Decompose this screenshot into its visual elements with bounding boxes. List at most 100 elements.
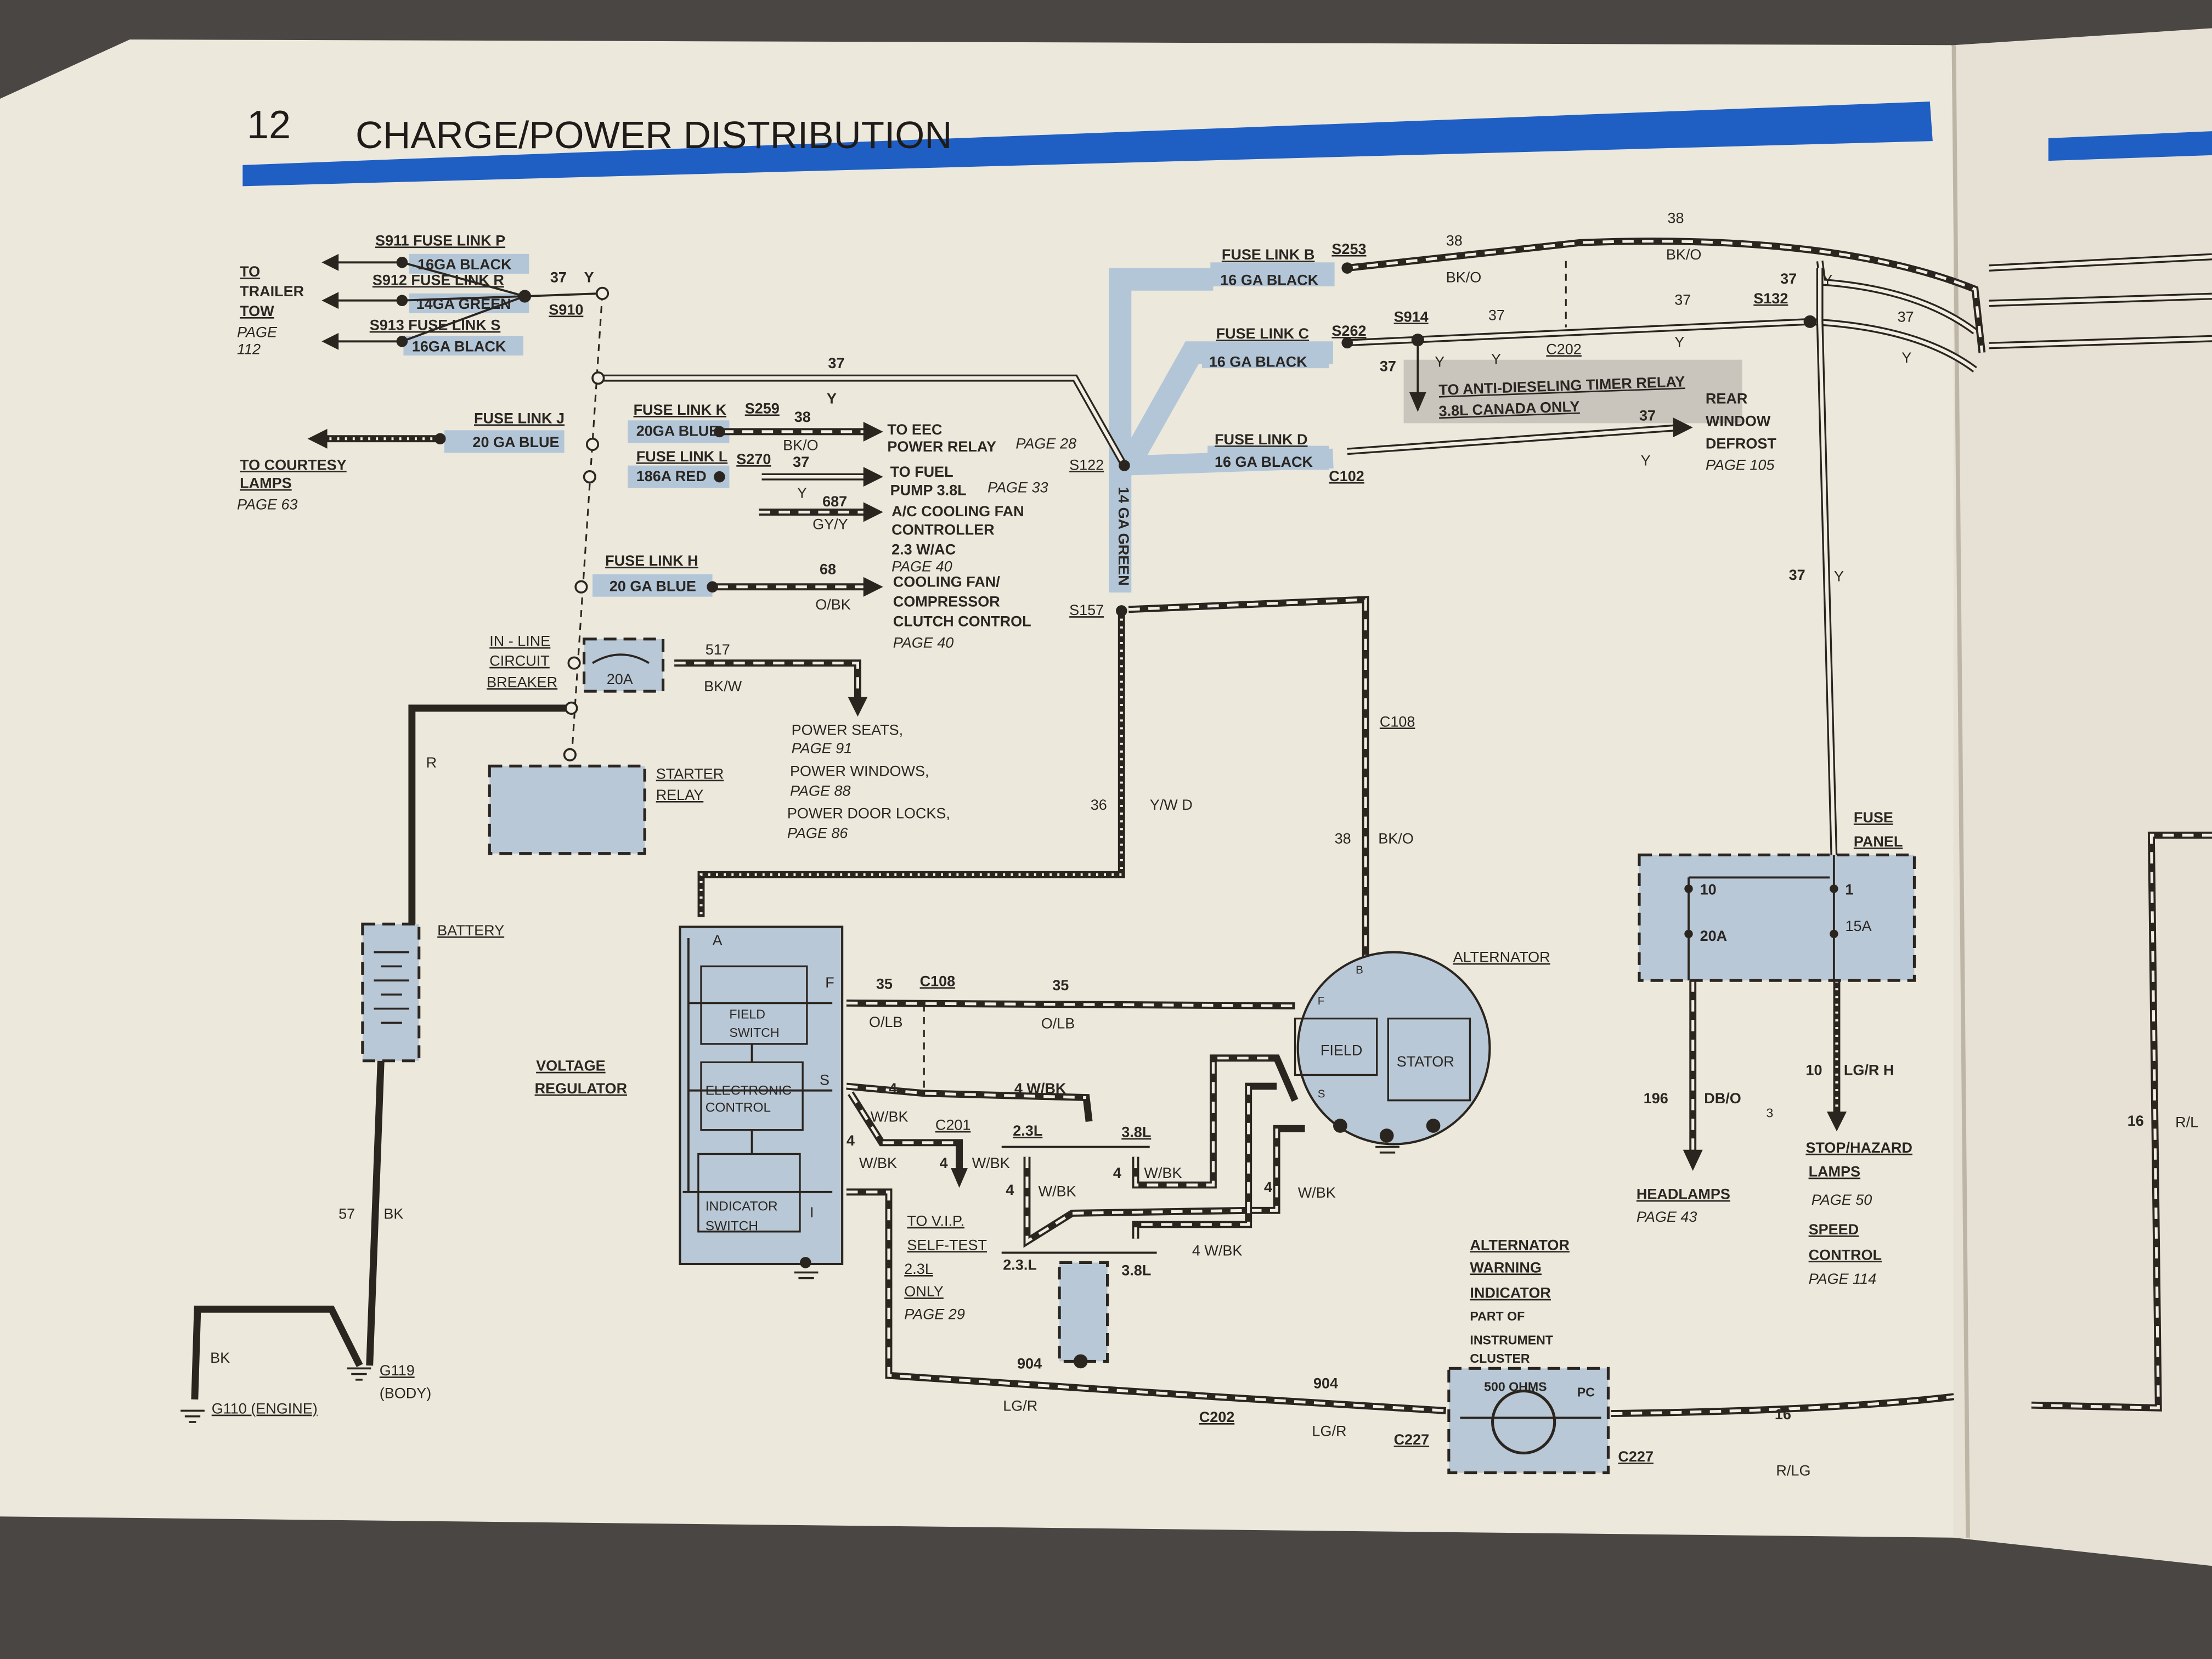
label: CONTROL — [706, 1100, 771, 1115]
label: O/LB — [1041, 1015, 1075, 1032]
label: A/C COOLING FAN — [891, 503, 1024, 520]
label: LAMPS — [1809, 1164, 1861, 1180]
label: VOLTAGE — [536, 1058, 606, 1074]
label: Y — [1641, 453, 1651, 469]
arrow-right-icon — [1673, 417, 1693, 438]
arrow-down-icon — [848, 697, 868, 717]
label: 196 — [1644, 1090, 1668, 1107]
label: C202 — [1546, 341, 1582, 357]
label: S262 — [1331, 323, 1366, 339]
label: 38 — [1446, 232, 1463, 249]
label: SPEED — [1809, 1221, 1859, 1238]
label: INDICATOR — [1470, 1285, 1551, 1301]
label: 2.3.L — [1003, 1256, 1037, 1273]
label: 37 — [793, 454, 809, 470]
label: Y — [827, 390, 837, 407]
arrow-right-icon — [863, 467, 883, 487]
label: R/LG — [1776, 1463, 1810, 1479]
label: ELECTRONIC — [706, 1083, 792, 1098]
label: PAGE 63 — [237, 496, 298, 512]
label: PAGE 105 — [1706, 456, 1775, 473]
label: S — [820, 1071, 830, 1088]
arrow-left-icon — [321, 332, 339, 350]
label: W/BK — [871, 1108, 909, 1125]
label: W/BK — [1298, 1184, 1336, 1201]
label: 38 — [1667, 210, 1684, 226]
label: F — [825, 974, 834, 991]
label: 687 — [822, 493, 847, 510]
label: CIRCUIT — [489, 653, 550, 669]
label: G119 — [380, 1362, 415, 1379]
label: 10 — [1805, 1062, 1822, 1078]
label: 2.3L — [904, 1261, 933, 1277]
label: PAGE — [237, 324, 278, 341]
label: 4 — [940, 1155, 948, 1171]
label: 4 — [847, 1132, 855, 1149]
label: CLUTCH CONTROL — [893, 613, 1031, 630]
label: INDICATOR — [706, 1199, 778, 1214]
label: Y/W D — [1150, 797, 1193, 813]
label: Y — [797, 485, 807, 501]
label: C201 — [935, 1117, 971, 1133]
label: 16 — [2128, 1113, 2144, 1129]
splice-dots — [396, 257, 1816, 761]
label: C227 — [1394, 1431, 1430, 1448]
label: LAMPS — [240, 475, 291, 492]
label: REAR — [1706, 390, 1748, 407]
label: C102 — [1329, 468, 1364, 484]
label: 20 GA BLUE — [610, 578, 696, 594]
label: Y — [1674, 334, 1684, 351]
arrow-left-icon — [307, 428, 328, 449]
label: PAGE 33 — [988, 479, 1048, 495]
label: 16 — [1775, 1406, 1791, 1423]
label: 37 — [1898, 308, 1914, 325]
label: CONTROL — [1809, 1246, 1882, 1263]
trailer-labels: TO TRAILER TOW PAGE 112 S911 FUSE LINK P… — [237, 232, 844, 407]
label: 186A RED — [636, 468, 707, 484]
label: O/BK — [815, 596, 851, 613]
label: BK/O — [1446, 269, 1482, 285]
label: HEADLAMPS — [1637, 1186, 1730, 1203]
page-title: CHARGE/POWER DISTRIBUTION — [356, 114, 952, 156]
label: Y — [1491, 351, 1501, 367]
label: 4 — [1113, 1165, 1121, 1181]
right-page — [1954, 28, 2212, 1566]
label: 37 — [1639, 407, 1656, 424]
label: 3 — [1766, 1106, 1773, 1120]
label: 2.3L — [1013, 1122, 1042, 1139]
left-page — [0, 40, 1954, 1538]
label: TO — [240, 263, 260, 280]
right-page-accent-bar — [2048, 131, 2212, 161]
label: S910 — [549, 301, 583, 318]
arrow-right-icon — [863, 577, 883, 597]
page-number: 12 — [247, 103, 291, 147]
label: PC — [1577, 1385, 1595, 1400]
label: 4 — [1006, 1182, 1014, 1198]
label: S912 FUSE LINK R — [373, 272, 504, 288]
arrowheads — [307, 253, 1847, 1188]
label: Y — [584, 269, 594, 285]
label: 4 W/BK — [1014, 1080, 1066, 1097]
voltage-regulator-box — [679, 926, 844, 1266]
label: 20 GA BLUE — [472, 434, 559, 450]
label: WINDOW — [1706, 413, 1771, 430]
label: G110 (ENGINE) — [212, 1401, 318, 1417]
label: S253 — [1331, 241, 1366, 257]
arrow-right-icon — [863, 421, 883, 442]
battery-labels: BATTERY 57 BK BK G119 (BODY) G110 (ENGIN… — [210, 922, 2198, 1417]
arrow-left-icon — [321, 253, 339, 271]
label: 16 GA BLACK — [1215, 454, 1313, 470]
circuit-breaker — [583, 637, 665, 693]
label: S914 — [1394, 308, 1429, 325]
label: 37 — [1674, 291, 1691, 308]
label: 37 — [1789, 567, 1805, 583]
label: 517 — [706, 641, 730, 658]
label: POWER RELAY — [887, 438, 996, 455]
ground-resistor-box — [1058, 1261, 1109, 1363]
label: O/LB — [869, 1014, 903, 1030]
label: TO V.I.P. — [907, 1213, 964, 1229]
label: SWITCH — [706, 1218, 758, 1233]
label: BK/O — [1666, 246, 1702, 263]
label: SELF-TEST — [907, 1237, 987, 1253]
label: BATTERY — [437, 922, 504, 939]
